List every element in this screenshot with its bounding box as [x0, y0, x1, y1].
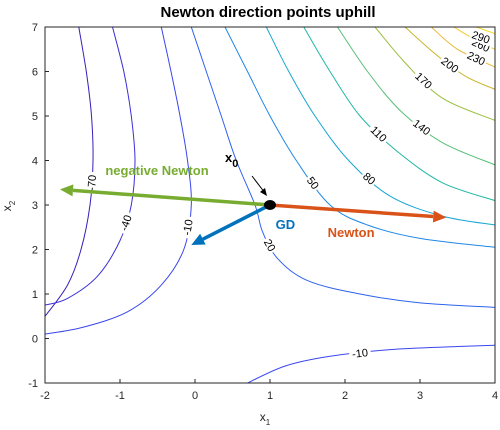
y-tick-label: 7: [32, 22, 38, 34]
y-tick-label: 3: [32, 200, 38, 212]
contour-line: [45, 27, 136, 306]
y-tick-label: 4: [32, 156, 38, 168]
contour-label-bg: [468, 26, 494, 47]
x-tick-label: 4: [492, 390, 498, 402]
contour-label-text: -40: [118, 214, 134, 233]
y-tick-label: 2: [32, 245, 38, 257]
contour-label: -10: [178, 215, 196, 239]
x-tick-label: -1: [115, 390, 125, 402]
contour-label-bg: [348, 344, 372, 361]
contour-label: 110: [366, 121, 392, 146]
contour-label-bg: [463, 47, 490, 69]
contour-label-text: 20: [261, 237, 277, 254]
contour-label-bg: [83, 171, 99, 194]
contour-line: [430, 27, 495, 68]
contour-label-bg: [178, 215, 196, 239]
arrow-head: [191, 233, 206, 245]
contour-label: -10: [348, 344, 372, 361]
x-axis-label-var: x: [260, 410, 266, 424]
contour-label-bg: [411, 67, 437, 93]
contour-line: [337, 27, 495, 166]
contour-label-bg: [409, 115, 435, 139]
x-axis-label-sub: 1: [266, 418, 271, 427]
y-axis-label-sub: 2: [8, 200, 17, 205]
y-tick-label: 1: [32, 289, 38, 301]
contour-line: [45, 27, 192, 335]
y-tick-label: 5: [32, 111, 38, 123]
contour-label: -40: [115, 210, 135, 235]
start-point-subscript: 0: [232, 158, 238, 170]
contour-label: 50: [303, 172, 324, 193]
arrow-shaft: [269, 203, 434, 219]
contour-label-bg: [359, 167, 380, 188]
y-tick-label: 6: [32, 67, 38, 79]
contour-label-text: 290: [470, 29, 491, 46]
y-tick-label: 0: [32, 334, 38, 346]
start-point-label: x0: [225, 150, 238, 170]
contour-line: [190, 27, 495, 308]
contour-label-bg: [437, 52, 463, 77]
y-axis-label-var: x: [0, 205, 14, 211]
contour-label-bg: [366, 121, 392, 146]
x-tick-label: -2: [40, 390, 50, 402]
x-axis-label: x1: [260, 410, 271, 427]
contour-line: [247, 344, 495, 383]
arrow-label: negative Newton: [105, 163, 208, 178]
arrow-head: [432, 210, 447, 223]
contour-label-text: -10: [352, 347, 369, 361]
contour-label: 80: [359, 167, 380, 188]
arrow-head: [60, 184, 74, 197]
contour-label-text: 50: [304, 175, 321, 192]
start-point-marker: [264, 200, 276, 210]
x-tick-label: 2: [342, 390, 348, 402]
contour-label: 200: [437, 52, 463, 77]
x-tick-label: 3: [417, 390, 423, 402]
contour-label: -70: [83, 171, 99, 194]
point-layer: x0: [225, 150, 276, 210]
start-point-name: x: [225, 150, 233, 165]
contour-label: 20: [260, 234, 280, 255]
y-axis-label: x2: [0, 200, 17, 211]
arrow-shaft: [202, 203, 271, 241]
contour-label-text: -70: [86, 175, 99, 192]
y-axis-ticks: -1 0 1 2 3 4 5 6 7: [28, 22, 49, 390]
contour-label-bg: [115, 210, 135, 235]
contour-label-bg: [303, 172, 324, 193]
arrow-label: Newton: [328, 225, 375, 240]
contour-label: 290: [468, 26, 494, 47]
chart-title: Newton direction points uphill: [161, 4, 376, 21]
contour-label: 170: [411, 67, 437, 93]
y-tick-label: -1: [28, 378, 38, 390]
x-tick-label: 1: [267, 390, 273, 402]
contour-label-text: -10: [181, 219, 195, 237]
arrow-label: GD: [276, 217, 296, 232]
arrow-shaft: [72, 188, 271, 207]
point-pointer-head: [260, 188, 267, 196]
contour-line: [303, 27, 495, 202]
x-axis-ticks: -2 -1 0 1 2 3 4: [40, 379, 498, 402]
contour-label-bg: [260, 234, 280, 255]
x-tick-label: 0: [192, 390, 198, 402]
